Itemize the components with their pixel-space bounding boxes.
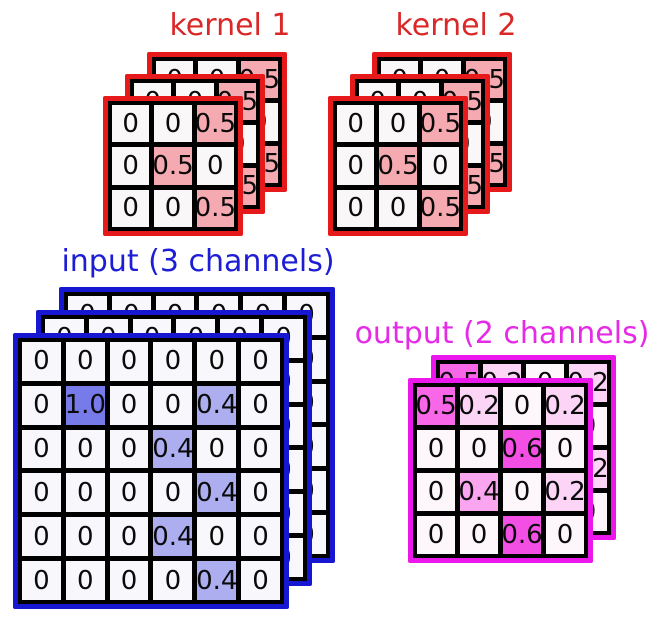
input-L1-cell-r2c6: 0 (241, 385, 280, 425)
input-L1-cell-r3c4: 0.4 (152, 429, 194, 469)
kernel-2-L1-cell-r2c3: 0 (421, 147, 459, 185)
input-L1-cell-r3c2: 0 (65, 429, 105, 469)
input-L1-cell-r4c6: 0 (241, 473, 280, 513)
input-L1-cell-r6c3: 0 (109, 561, 149, 600)
output-L1-cell-r4c4: 0 (546, 516, 584, 554)
kernel-2-L1-cell-r1c2: 0 (379, 105, 417, 143)
input-L1-cell-r2c5: 0.4 (196, 385, 237, 425)
input-title: input (3 channels) (61, 244, 335, 279)
kernel-2-L1-cell-r1c3: 0.5 (420, 105, 461, 143)
output-L1-cell-r4c1: 0 (417, 516, 455, 554)
input-L1-cell-r4c5: 0.4 (196, 473, 237, 513)
kernel1-title: kernel 1 (169, 8, 291, 43)
kernel-1-L1-cell-r3c1: 0 (112, 189, 150, 227)
input-L1-cell-r5c1: 0 (22, 517, 61, 557)
output-L1-cell-r3c3: 0 (503, 473, 541, 511)
output-L1-cell-r1c3: 0 (503, 387, 541, 425)
input-L1-cell-r1c6: 0 (241, 342, 280, 381)
input-L1-cell-r2c4: 0 (153, 385, 193, 425)
output-L1-cell-r1c1: 0.5 (415, 387, 457, 425)
output-L1-cell-r4c3: 0.6 (501, 516, 543, 554)
output-L1-cell-r1c2: 0.2 (458, 387, 500, 425)
kernel-1-L1-cell-r2c2: 0.5 (152, 147, 194, 185)
input-L1-cell-r1c5: 0 (197, 342, 237, 381)
output-L1-cell-r1c4: 0.2 (544, 387, 586, 425)
kernel2-title: kernel 2 (395, 8, 517, 43)
input-L1-cell-r5c3: 0 (109, 517, 149, 557)
kernel-2-L1-cell-r2c2: 0.5 (377, 147, 419, 185)
input-L1-cell-r6c6: 0 (241, 561, 280, 600)
output-L1-cell-r2c2: 0 (460, 430, 498, 468)
output-L1-cell-r3c4: 0.2 (544, 473, 586, 511)
input-L1-cell-r4c3: 0 (109, 473, 149, 513)
input-L1-cell-r2c3: 0 (109, 385, 149, 425)
input-L1-cell-r5c6: 0 (241, 517, 280, 557)
output-L1-cell-r3c1: 0 (417, 473, 455, 511)
output-L1-cell-r3c2: 0.4 (458, 473, 500, 511)
output-L1-cell-r2c1: 0 (417, 430, 455, 468)
output-L1-cell-r2c4: 0 (546, 430, 584, 468)
input-L1-cell-r4c1: 0 (22, 473, 61, 513)
kernel-1-L1-cell-r2c3: 0 (196, 147, 234, 185)
input-L1-cell-r6c1: 0 (22, 561, 61, 600)
kernel-2-L1-cell-r3c3: 0.5 (420, 189, 461, 227)
input-L1-cell-r3c1: 0 (22, 429, 61, 469)
input-L1-cell-r6c2: 0 (65, 561, 105, 600)
input-L1-cell-r3c5: 0 (197, 429, 237, 469)
input-L1-cell-r5c5: 0 (197, 517, 237, 557)
kernel-1-L1-cell-r1c1: 0 (112, 105, 150, 143)
output-title: output (2 channels) (354, 316, 650, 351)
input-L1-cell-r2c1: 0 (22, 385, 61, 425)
kernel-1-L1-cell-r1c3: 0.5 (195, 105, 236, 143)
output-L1-cell-r4c2: 0 (460, 516, 498, 554)
kernel-2-L1-cell-r3c2: 0 (379, 189, 417, 227)
input-L1-cell-r1c2: 0 (65, 342, 105, 381)
output-L1-cell-r2c3: 0.6 (501, 430, 543, 468)
input-L1-cell-r3c3: 0 (109, 429, 149, 469)
input-L1-cell-r6c4: 0 (153, 561, 193, 600)
input-L1-cell-r4c2: 0 (65, 473, 105, 513)
input-L1-cell-r1c1: 0 (22, 342, 61, 381)
input-L1-cell-r5c2: 0 (65, 517, 105, 557)
input-L1-cell-r1c3: 0 (109, 342, 149, 381)
kernel-1-L1-cell-r3c3: 0.5 (195, 189, 236, 227)
input-L1-cell-r6c5: 0.4 (196, 561, 237, 600)
kernel-1-L1-cell-r3c2: 0 (154, 189, 192, 227)
input-L1-cell-r3c6: 0 (241, 429, 280, 469)
kernel-1-L1-cell-r1c2: 0 (154, 105, 192, 143)
kernel-2-L1-cell-r2c1: 0 (337, 147, 375, 185)
input-L1-cell-r1c4: 0 (153, 342, 193, 381)
kernel-2-L1-cell-r1c1: 0 (337, 105, 375, 143)
input-L1-cell-r2c2: 1.0 (65, 385, 106, 425)
kernel-2-L1-cell-r3c1: 0 (337, 189, 375, 227)
input-L1-cell-r5c4: 0.4 (152, 517, 194, 557)
kernel-1-L1-cell-r2c1: 0 (112, 147, 150, 185)
input-L1-cell-r4c4: 0 (153, 473, 193, 513)
